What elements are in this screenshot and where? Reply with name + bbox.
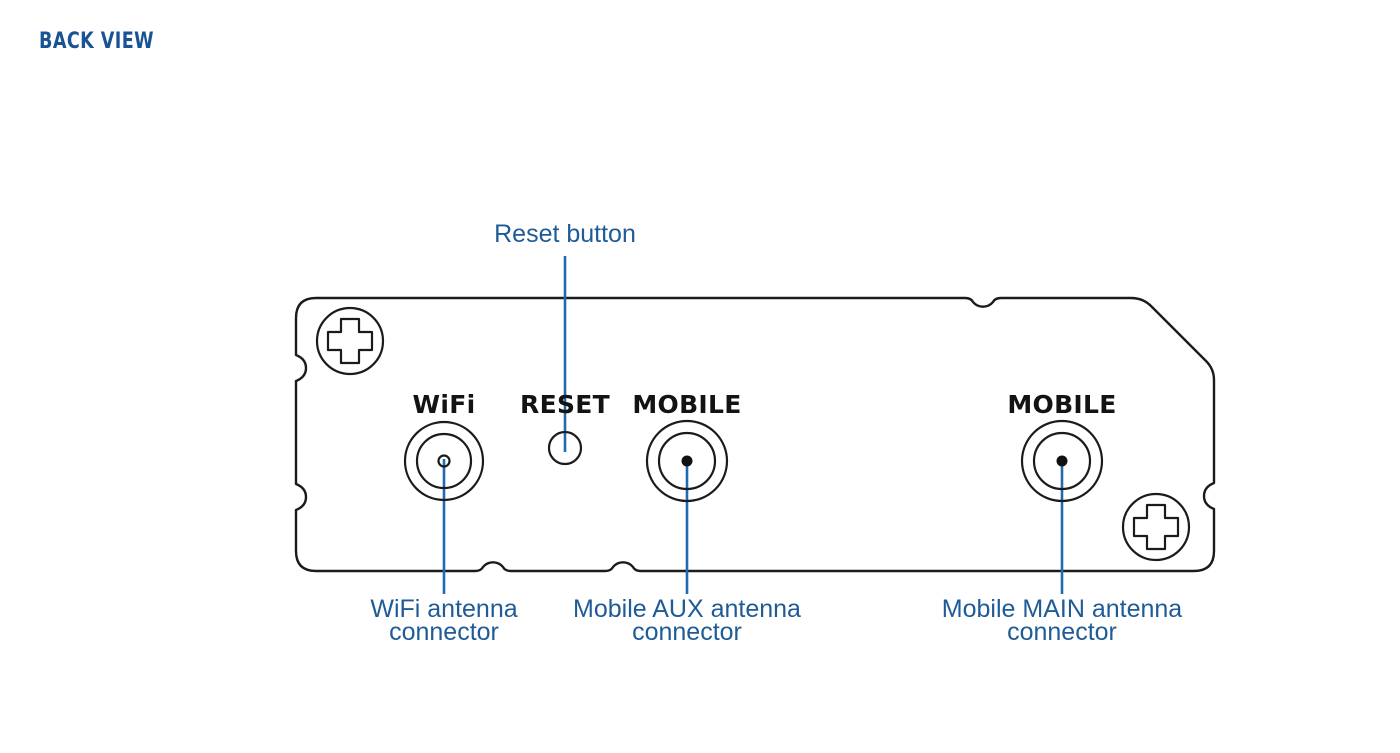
screw-bottom-right [1121, 492, 1191, 562]
screw-top-left [315, 306, 385, 376]
callout-label-wifi-antenna-connector: WiFi antenna [370, 595, 517, 623]
silkscreen-label-reset: RESET [520, 390, 610, 419]
callout-label-reset-button: Reset button [494, 220, 636, 248]
silkscreen-label-mobile-main: MOBILE [1007, 390, 1116, 419]
device-housing-outline [294, 296, 1216, 573]
callout-label-mobile-main-antenna-connector: Mobile MAIN antenna [942, 595, 1183, 623]
callout-label-mobile-main-antenna-connector-line2: connector [1007, 618, 1117, 646]
mobile-aux-antenna-connector[interactable] [645, 419, 729, 503]
callout-label-wifi-antenna-connector-line2: connector [389, 618, 499, 646]
callout-label-mobile-aux-antenna-connector: Mobile AUX antenna [573, 595, 801, 623]
mobile-main-antenna-connector[interactable] [1020, 419, 1104, 503]
callout-label-mobile-aux-antenna-connector-line2: connector [632, 618, 742, 646]
reset-button[interactable] [547, 430, 583, 466]
silkscreen-label-mobile-aux: MOBILE [632, 390, 741, 419]
wifi-antenna-connector[interactable] [403, 420, 485, 502]
page-title: BACK VIEW [39, 29, 154, 54]
leader-lines [442, 256, 1064, 594]
silkscreen-label-wifi: WiFi [413, 390, 476, 419]
